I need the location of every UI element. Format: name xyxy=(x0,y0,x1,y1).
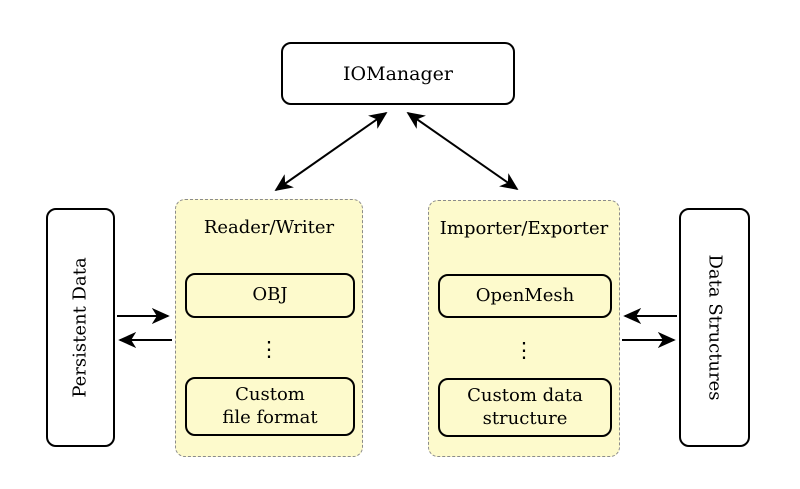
persistent-data-label: Persistent Data xyxy=(70,257,92,398)
openmesh-label: OpenMesh xyxy=(475,284,575,306)
vertical-ellipsis-reader-writer: ⋮ xyxy=(258,336,280,361)
node-data-structures: Data Structures xyxy=(679,208,750,447)
edge-iomanager-readerwriter xyxy=(274,111,388,192)
importer-exporter-label: Importer/Exporter xyxy=(439,218,609,239)
obj-label: OBJ xyxy=(252,284,288,306)
node-persistent-data: Persistent Data xyxy=(46,208,115,447)
iomanager-label: IOManager xyxy=(343,62,453,85)
custom-data-structure-line2: structure xyxy=(482,407,568,429)
node-obj: OBJ xyxy=(185,273,355,318)
custom-file-format-line1: Custom xyxy=(235,384,305,405)
reader-writer-label: Reader/Writer xyxy=(203,217,335,238)
data-structures-label: Data Structures xyxy=(704,254,726,401)
node-custom-data-structure: Custom data structure xyxy=(438,378,612,437)
group-reader-writer: Reader/Writer OBJ ⋮ Custom file format xyxy=(175,199,363,457)
vertical-ellipsis-importer-exporter: ⋮ xyxy=(513,337,535,362)
edge-iomanager-importerexporter xyxy=(406,111,519,191)
node-custom-file-format: Custom file format xyxy=(185,377,355,436)
custom-file-format-line2: file format xyxy=(222,406,318,428)
group-importer-exporter: Importer/Exporter OpenMesh ⋮ Custom data… xyxy=(428,200,620,457)
node-iomanager: IOManager xyxy=(281,42,515,105)
node-openmesh: OpenMesh xyxy=(438,274,612,318)
custom-data-structure-line1: Custom data xyxy=(467,385,583,406)
